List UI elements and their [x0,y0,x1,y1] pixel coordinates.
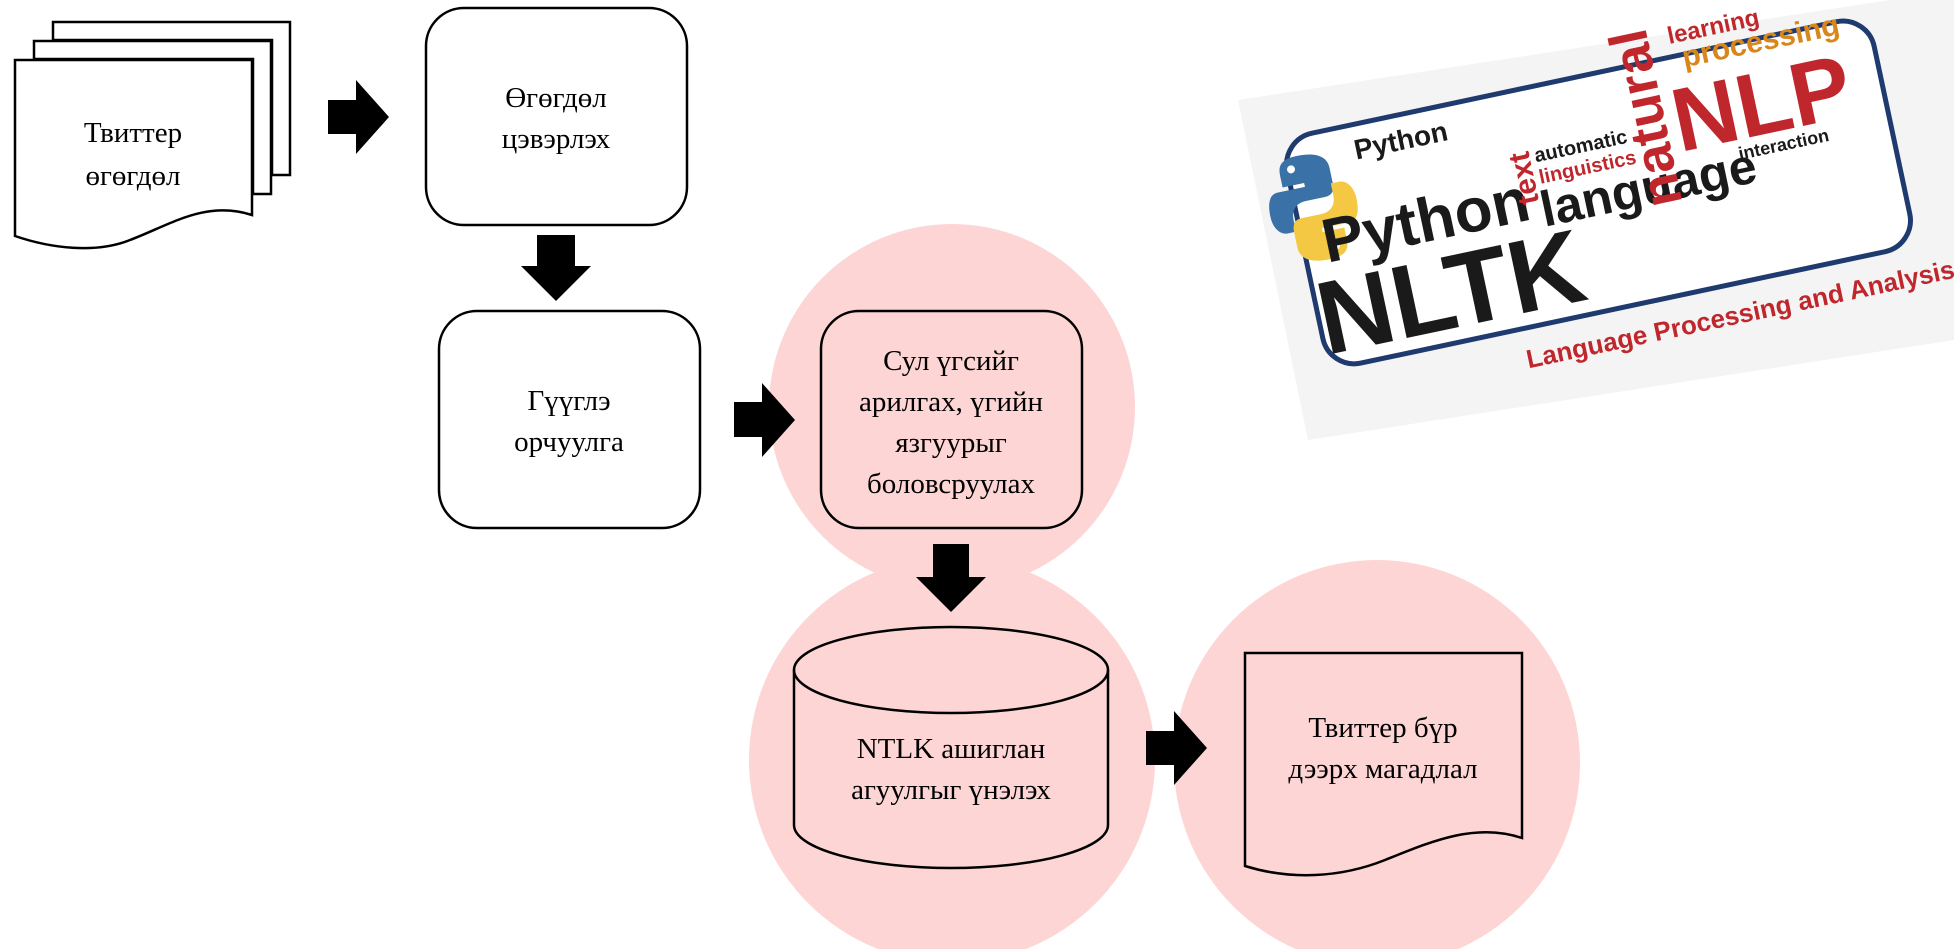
node-google-translate-line1: Гүүглэ [527,385,610,417]
node-ntlk-sentiment: NTLK ашиглан агуулгыг үнэлэх [792,625,1110,870]
node-twitter-data-line1: Твиттер [84,117,182,149]
arrow-down-1 [521,235,591,301]
highlight-circle-ntlk [749,557,1155,949]
node-tweet-probability-line1: Твиттер бүр [1308,712,1457,744]
node-tweet-probability-line2: дээрх магадлал [1288,753,1477,785]
highlight-circle-stopwords [769,224,1135,590]
node-google-translate: Гүүглэ орчуулга [437,309,702,530]
highlight-circle-probability [1174,560,1580,949]
arrow-right-1 [328,80,389,154]
node-stopwords-stemming-line2: арилгах, үгийн [859,386,1043,418]
node-data-cleaning: Өгөгдөл цэвэрлэх [424,6,689,227]
node-data-cleaning-line1: Өгөгдөл [505,82,607,114]
node-stopwords-stemming-line3: язгуурыг [895,427,1007,459]
node-twitter-data: Твиттер өгөгдөл [13,20,292,250]
node-stopwords-stemming-line1: Сул үгсийг [883,345,1019,377]
node-twitter-data-line2: өгөгдөл [85,160,180,192]
python-logo-icon [1269,154,1358,261]
node-ntlk-sentiment-line2: агуулгыг үнэлэх [851,774,1051,806]
arrow-right-3 [1146,711,1207,785]
node-stopwords-stemming-line4: боловсруулах [867,468,1035,500]
node-tweet-probability: Твиттер бүр дээрх магадлал [1243,651,1524,877]
arrow-down-2 [916,544,986,612]
highlight-circles [749,224,1580,949]
node-data-cleaning-line2: цэвэрлэх [502,123,611,155]
node-ntlk-sentiment-line1: NTLK ашиглан [857,733,1046,765]
node-stopwords-stemming: Сул үгсийг арилгах, үгийн язгуурыг болов… [819,309,1084,530]
node-google-translate-line2: орчуулга [514,426,624,458]
python-nltk-logo: Python Python NLTK language linguistics … [1238,0,1954,440]
arrow-right-2 [734,383,795,457]
